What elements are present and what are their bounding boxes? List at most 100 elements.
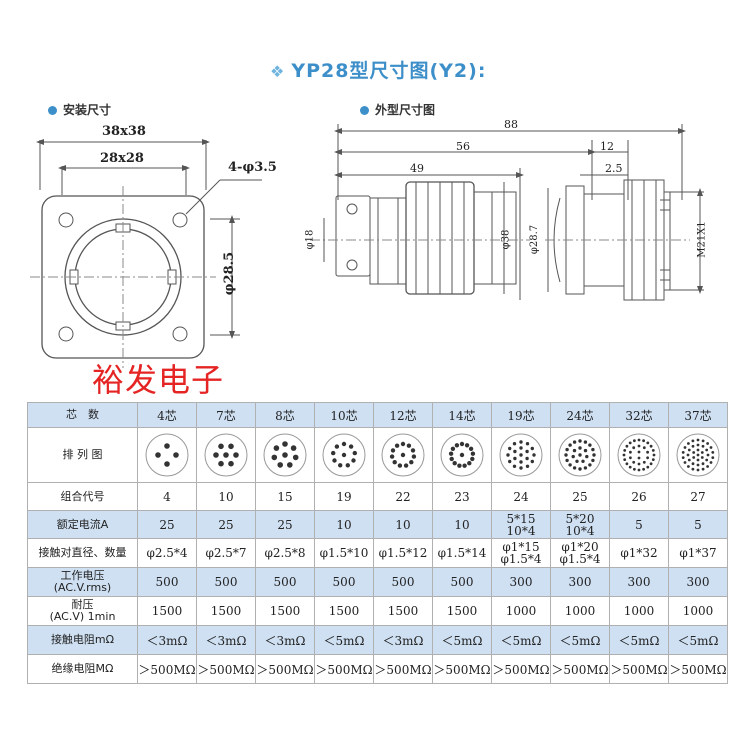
pin-dot xyxy=(696,468,700,472)
table-cell: 25 xyxy=(550,482,610,511)
pin-dot xyxy=(397,463,403,468)
table-cell: 500 xyxy=(314,567,374,597)
pin-dot xyxy=(164,443,170,449)
dim-88: 88 xyxy=(504,118,518,131)
dim-circle: φ28.5 xyxy=(222,251,238,296)
table-cell: φ1.5*10 xyxy=(314,538,374,568)
pin-layout-cell xyxy=(668,427,728,483)
install-section-label: 安装尺寸 xyxy=(48,101,111,118)
pin-layout-24-icon xyxy=(558,433,602,477)
pin-dot xyxy=(646,441,650,445)
pin-dot xyxy=(692,451,696,454)
table-cell: 26 xyxy=(609,482,669,511)
table-cell: 1000 xyxy=(668,596,728,626)
pin-dot xyxy=(711,451,715,454)
pin-dot xyxy=(508,459,512,464)
table-cell: 37芯 xyxy=(668,402,728,428)
pin-dot xyxy=(585,454,589,459)
pin-dot xyxy=(683,446,687,449)
diamond-bullet-icon: ❖ xyxy=(270,62,286,81)
pin-dot xyxy=(508,446,512,451)
table-cell: φ1*32 xyxy=(609,538,669,568)
pin-dot xyxy=(588,443,592,447)
table-cell: 7芯 xyxy=(196,402,256,428)
pin-dot xyxy=(164,461,170,467)
pin-dot xyxy=(338,463,343,468)
table-cell: 500 xyxy=(255,567,315,597)
pin-dot xyxy=(348,444,354,449)
pin-dot xyxy=(468,446,474,451)
pin-dot xyxy=(454,443,460,448)
pin-dot xyxy=(637,444,641,448)
table-cell: 25 xyxy=(196,510,256,539)
pin-dot xyxy=(642,439,645,443)
pin-dot xyxy=(571,454,575,459)
pin-dot xyxy=(464,443,470,448)
pin-dot xyxy=(646,465,650,469)
pin-dot xyxy=(578,453,582,457)
table-cell: ＜5mΩ xyxy=(432,625,492,655)
brand-text: 裕发电子 xyxy=(92,361,225,399)
pin-layout-cell xyxy=(255,427,315,483)
table-cell: 1500 xyxy=(196,596,256,626)
pin-dot xyxy=(687,458,691,462)
pin-dot xyxy=(345,463,350,468)
pin-dot xyxy=(228,460,234,467)
dim-d38: φ38 xyxy=(500,229,512,250)
pin-dot xyxy=(400,441,406,447)
table-cell: 1000 xyxy=(550,596,610,626)
table-cell: 500 xyxy=(373,567,433,597)
table-cell: ＞500MΩ xyxy=(196,654,256,684)
pin-dot xyxy=(409,460,414,465)
pin-dot xyxy=(572,440,577,444)
table-cell: ＞500MΩ xyxy=(609,654,669,684)
pin-dot xyxy=(448,451,454,456)
pin-dot xyxy=(652,453,656,457)
pin-dot xyxy=(519,460,523,464)
pin-dot xyxy=(705,448,709,452)
pin-dot xyxy=(649,462,653,466)
pin-dot xyxy=(651,458,655,461)
table-cell: 500 xyxy=(196,567,256,597)
pin-dot xyxy=(519,440,523,444)
pin-dot xyxy=(591,458,595,463)
install-label-text: 安装尺寸 xyxy=(63,103,112,117)
pin-dot xyxy=(394,443,400,448)
dim-hole: 4-φ3.5 xyxy=(228,160,277,175)
pin-dot xyxy=(651,449,655,452)
pin-dot xyxy=(583,466,588,470)
pin-dot xyxy=(687,448,691,452)
table-cell: ＞500MΩ xyxy=(668,654,728,684)
pin-dot xyxy=(403,463,409,468)
table-cell: 8芯 xyxy=(255,402,315,428)
pin-dot xyxy=(637,450,641,454)
pin-dot xyxy=(575,459,579,463)
table-cell: φ1*15 φ1.5*4 xyxy=(491,538,551,568)
pin-dot xyxy=(525,449,529,454)
pin-dot xyxy=(459,441,465,447)
pin-dot xyxy=(632,460,636,464)
pin-dot xyxy=(282,452,288,458)
table-cell: 19 xyxy=(314,482,374,511)
pin-dot xyxy=(568,463,572,467)
pin-dot xyxy=(642,460,646,464)
row-label: 额定电流A xyxy=(27,510,138,539)
pin-dot xyxy=(406,443,412,448)
pin-dot xyxy=(706,465,709,468)
dim-28x28: 28x28 xyxy=(100,151,144,166)
pin-dot xyxy=(632,446,636,450)
pin-layout-37-icon xyxy=(676,433,720,477)
dim-m21: M21X1 xyxy=(696,221,708,258)
pin-layout-cell xyxy=(373,427,433,483)
pin-layout-19-icon xyxy=(499,433,543,477)
pin-dot xyxy=(525,456,529,461)
dim-12: 12 xyxy=(600,140,614,153)
table-cell: 4 xyxy=(137,482,197,511)
pin-dot xyxy=(583,448,588,453)
table-row: 绝缘电阻MΩ＞500MΩ＞500MΩ＞500MΩ＞500MΩ＞500MΩ＞500… xyxy=(27,654,728,684)
pin-dot xyxy=(331,450,336,456)
